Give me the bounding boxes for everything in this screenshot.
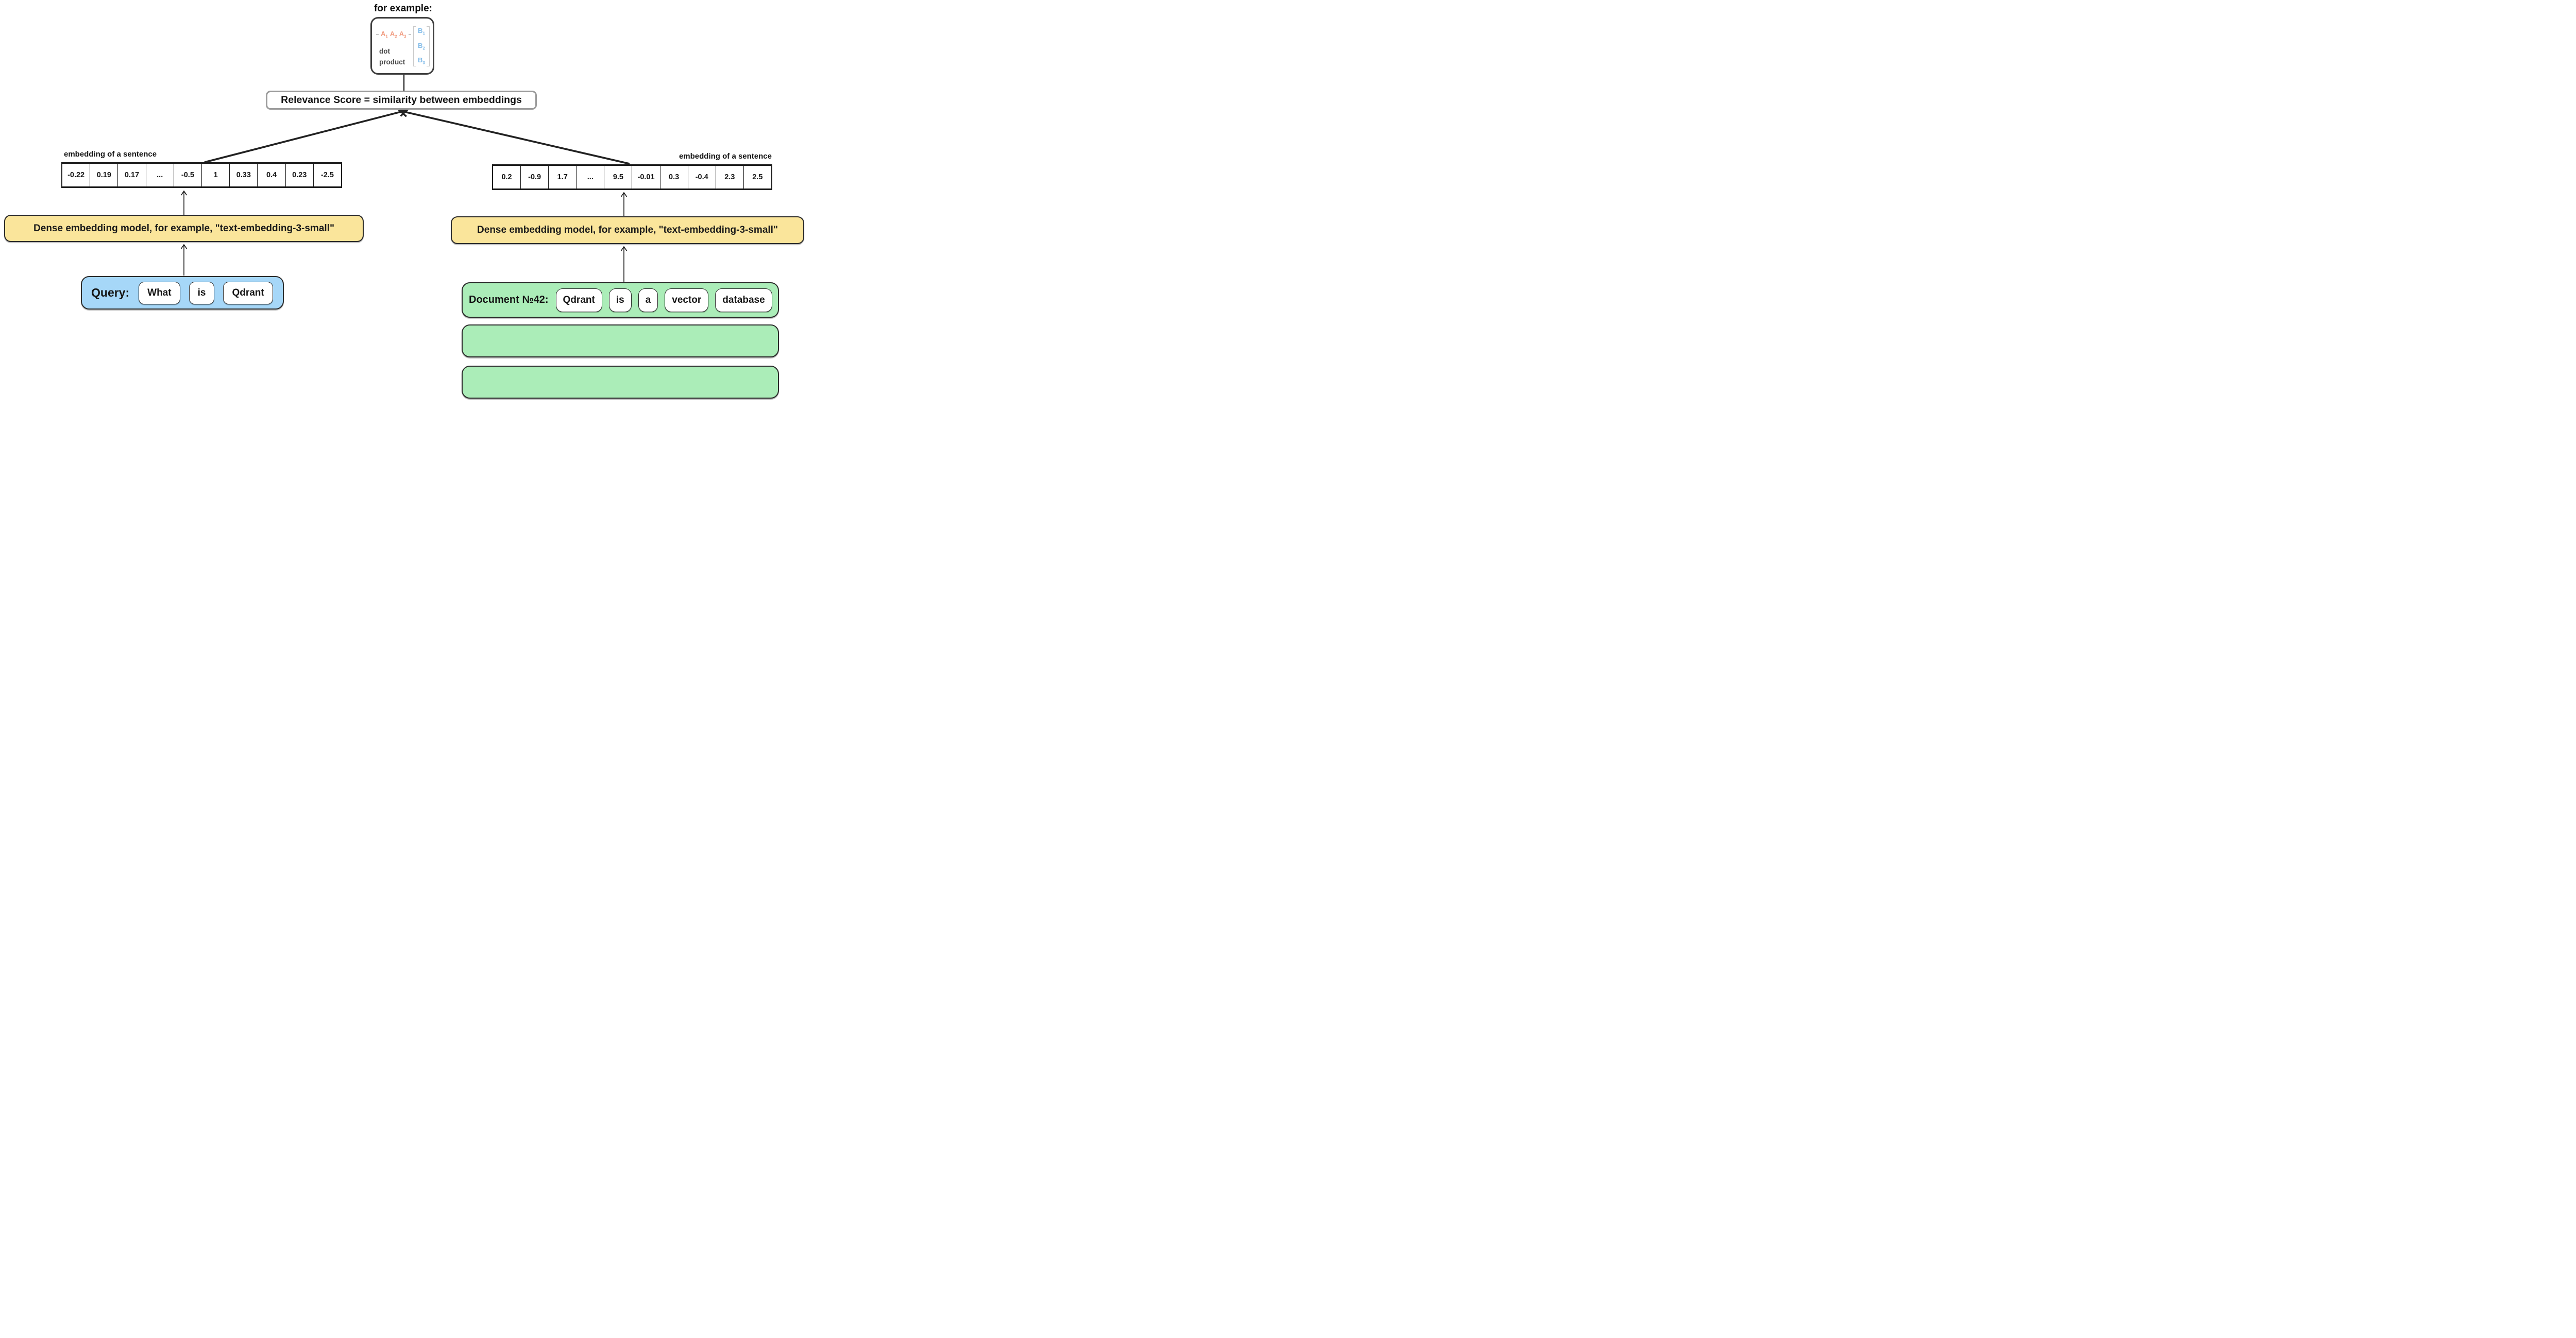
embedding-cell: -0.4 [688,166,716,188]
query-label: Query: [91,286,130,299]
connector-lines [0,75,630,282]
embedding-cell: -0.22 [62,164,91,186]
bracket-left-icon [413,26,417,66]
column-vector-b: B1 B2 B3 [413,26,430,66]
document-label: Document №42: [469,294,549,305]
embedding-cell: 0.2 [493,166,521,188]
query-box: Query: What is Qdrant [81,276,284,310]
document-token: is [608,288,632,312]
query-token: What [139,281,180,304]
embedding-cell: ... [146,164,174,186]
document-placeholder-1 [462,324,779,357]
left-embedding-row: -0.22 0.19 0.17 ... -0.5 1 0.33 0.4 0.23… [61,162,342,188]
bracket-right-icon [408,34,411,35]
example-title: for example: [374,3,432,14]
bracket-right-icon [427,26,430,66]
row-vector-a: A1 A2 A3 [376,26,411,43]
embedding-cell: 0.33 [230,164,258,186]
dot-product-caption: dot product [379,47,405,66]
embedding-cell: -0.01 [632,166,660,188]
left-dense-model-box: Dense embedding model, for example, "tex… [4,215,364,242]
document-box: Document №42: Qdrant is a vector databas… [462,282,779,318]
embedding-cell: -0.9 [521,166,549,188]
right-dense-model-box: Dense embedding model, for example, "tex… [451,216,804,244]
embedding-cell: -2.5 [320,171,334,179]
left-embedding-label: embedding of a sentence [64,150,157,159]
relevance-score-box: Relevance Score = similarity between emb… [266,91,537,110]
arrow-left-embedding-to-score [204,110,407,163]
dot-product-example-box: A1 A2 A3 B1 B2 B3 dot product [370,17,434,75]
document-token: database [715,288,772,312]
embedding-cell: 0.17 [118,164,146,186]
embedding-cell: -0.5 [174,164,202,186]
document-token: Qdrant [555,288,602,312]
bracket-left-icon [376,34,379,35]
document-token: a [638,288,658,312]
embedding-cell: 2.5 [752,173,763,181]
embedding-cell: 0.19 [90,164,118,186]
diagram-canvas: for example: A1 A2 A3 B1 B2 B3 dot produ… [0,0,805,401]
query-token: Qdrant [223,281,273,304]
embedding-cell: 1.7 [549,166,577,188]
arrow-right-embedding-to-score [400,111,630,165]
embedding-cell: 0.3 [660,166,688,188]
embedding-cell: 0.23 [286,164,314,186]
query-token: is [189,281,215,304]
right-embedding-label: embedding of a sentence [679,152,772,161]
document-token: vector [665,288,709,312]
embedding-cell: ... [577,166,605,188]
document-placeholder-2 [462,366,779,399]
embedding-cell: 2.3 [716,166,744,188]
embedding-cell: 0.4 [258,164,286,186]
embedding-cell: 1 [202,164,230,186]
right-embedding-row: 0.2 -0.9 1.7 ... 9.5 -0.01 0.3 -0.4 2.3 … [492,164,772,190]
embedding-cell: 9.5 [604,166,633,188]
